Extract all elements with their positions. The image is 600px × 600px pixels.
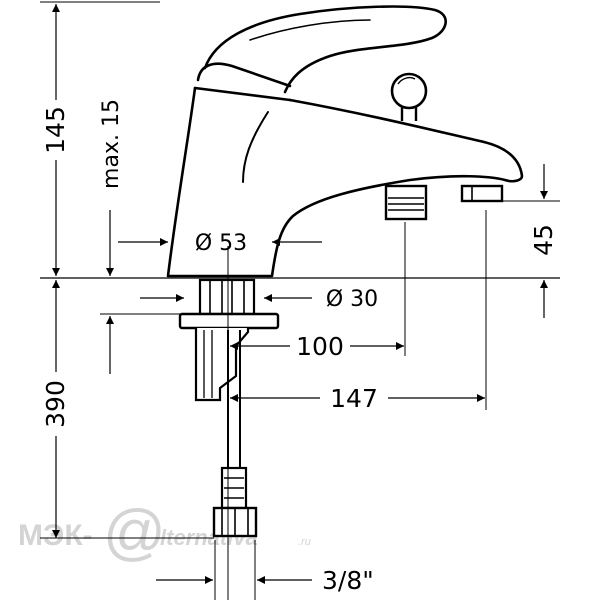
dim-147-label: 147 <box>330 384 378 413</box>
shower-outlet <box>384 184 428 221</box>
dim-length-390: 390 <box>38 280 214 539</box>
watermark: МЭК- @ lternativa .ru <box>18 498 311 567</box>
fixing-plate <box>178 312 280 330</box>
dim-390-label: 390 <box>41 380 70 428</box>
dim-diameter-53: Ø 53 <box>118 231 322 256</box>
watermark-prefix: МЭК- <box>18 519 93 552</box>
dim-max-15: max. 15 <box>99 99 182 374</box>
dim-reach-147: 147 <box>230 210 487 413</box>
faucet-body <box>166 5 524 278</box>
body-outline <box>166 86 524 278</box>
dim-100-label: 100 <box>296 332 344 361</box>
handle-cap <box>196 62 292 88</box>
dim-30-label: Ø 30 <box>326 287 378 312</box>
spout-aerator <box>460 184 504 203</box>
dim-diameter-30: Ø 30 <box>140 287 378 312</box>
diverter-knob <box>390 72 428 121</box>
lever-handle <box>203 5 447 94</box>
watermark-at: @ <box>102 498 165 567</box>
watermark-tld: .ru <box>298 536 311 548</box>
dim-thread-label: 3/8" <box>322 566 374 595</box>
dim-reach-100: 100 <box>230 222 406 361</box>
dim-height-145: 145 <box>38 4 74 276</box>
handle-cap-seam <box>193 86 292 102</box>
body-highlight <box>242 111 269 183</box>
dim-max15-label: max. 15 <box>99 99 124 189</box>
handle-highlight <box>249 19 371 41</box>
dim-45-label: 45 <box>529 224 558 256</box>
dim-145-label: 145 <box>41 106 70 154</box>
dim-53-label: Ø 53 <box>195 231 247 256</box>
dim-height-45: 45 <box>502 164 560 318</box>
dim-thread-38: 3/8" <box>156 540 374 600</box>
